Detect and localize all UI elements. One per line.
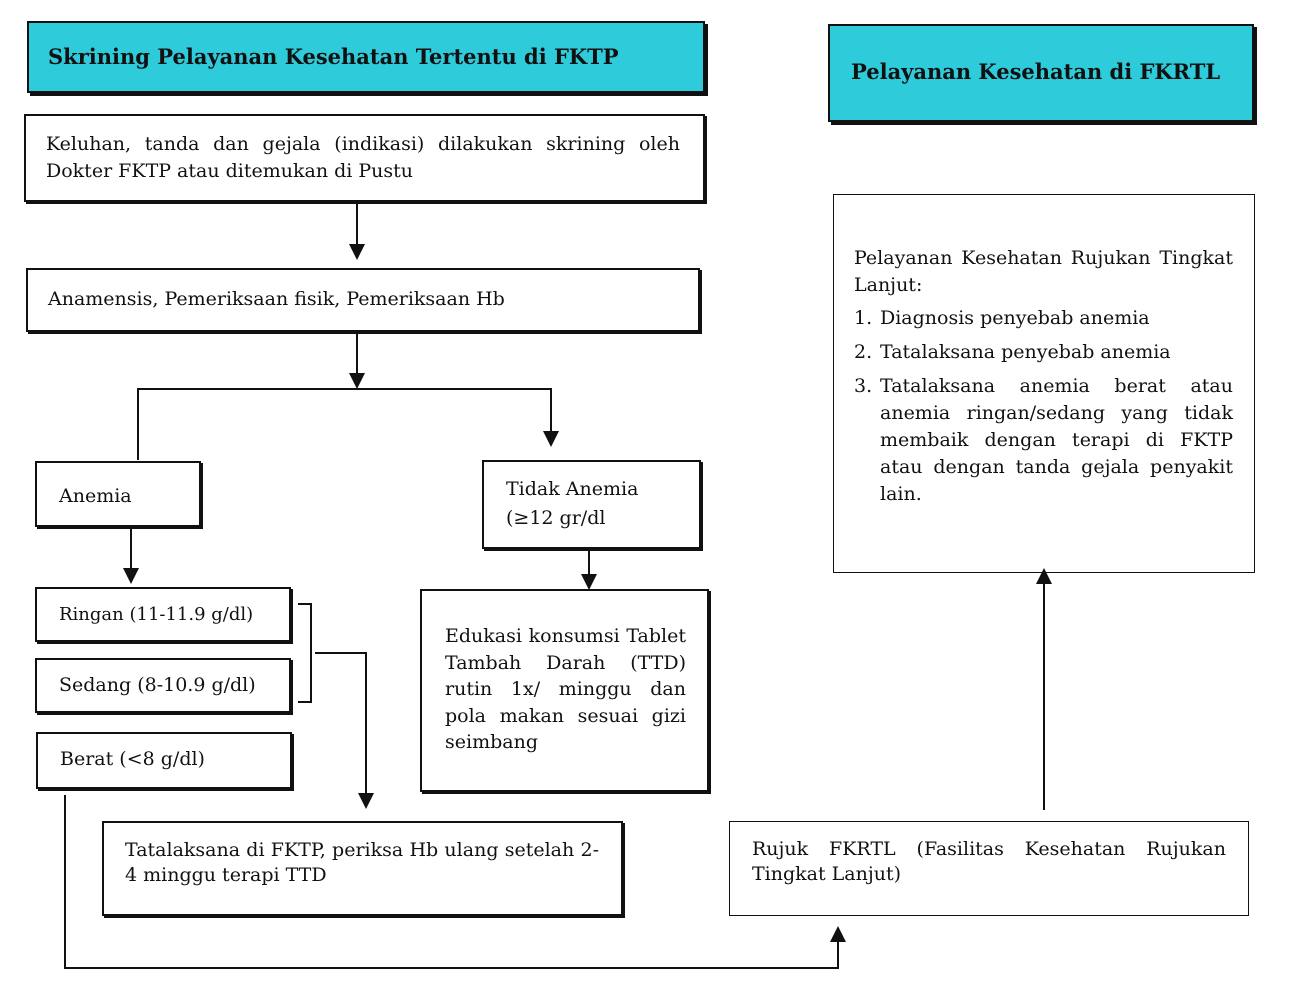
- box-anemia-text: Anemia: [59, 485, 132, 507]
- arrow-berat-to-rujuk: [64, 795, 839, 969]
- fkrtl-list-number: 2.: [854, 341, 873, 363]
- fkrtl-list-item: 1. Diagnosis penyebab anemia: [854, 305, 1233, 332]
- box-tatalaksana-text: Tatalaksana di FKTP, periksa Hb ulang se…: [125, 839, 599, 886]
- box-fkrtl-services: Pelayanan Kesehatan Rujukan Tingkat Lanj…: [833, 194, 1255, 573]
- fkrtl-list-text: Tatalaksana penyebab anemia: [880, 341, 1171, 363]
- box-sedang: Sedang (8-10.9 g/dl): [35, 658, 291, 713]
- fkrtl-list-number: 1.: [854, 307, 873, 329]
- arrowhead-fkrtl: [1036, 568, 1052, 584]
- box-edukasi: Edukasi konsumsi Tablet Tambah Darah (TT…: [420, 589, 709, 792]
- arrowhead-tidak-anemia: [543, 431, 559, 447]
- fkrtl-list-text: Tatalaksana anemia berat atau anemia rin…: [880, 375, 1233, 505]
- box-tatalaksana: Tatalaksana di FKTP, periksa Hb ulang se…: [102, 821, 623, 916]
- box-anamnesis: Anamensis, Pemeriksaan fisik, Pemeriksaa…: [26, 268, 700, 332]
- box-anamnesis-text: Anamensis, Pemeriksaan fisik, Pemeriksaa…: [48, 288, 505, 310]
- box-berat: Berat (<8 g/dl): [36, 732, 292, 789]
- split-line: [137, 388, 552, 460]
- header-fkrtl: Pelayanan Kesehatan di FKRTL: [828, 24, 1254, 122]
- box-tidak-anemia-line2: (≥12 gr/dl: [506, 507, 606, 529]
- arrowhead-tatalaksana: [358, 793, 374, 809]
- arrowhead-anemia: [123, 568, 139, 584]
- box-edukasi-text: Edukasi konsumsi Tablet Tambah Darah (TT…: [445, 625, 686, 753]
- fkrtl-list: 1. Diagnosis penyebab anemia 2. Tatalaks…: [854, 305, 1233, 508]
- box-ringan: Ringan (11-11.9 g/dl): [35, 587, 291, 642]
- box-tidak-anemia: Tidak Anemia (≥12 gr/dl: [482, 460, 701, 549]
- header-fkrtl-label: Pelayanan Kesehatan di FKRTL: [851, 59, 1221, 84]
- fkrtl-list-number: 3.: [854, 375, 873, 397]
- bracket-ringan-sedang: [298, 603, 312, 703]
- arrowhead-edukasi: [581, 574, 597, 590]
- arrowhead-keluhan: [349, 244, 365, 260]
- fkrtl-list-item: 3. Tatalaksana anemia berat atau anemia …: [854, 373, 1233, 508]
- fkrtl-intro: Pelayanan Kesehatan Rujukan Tingkat Lanj…: [854, 247, 1233, 296]
- box-berat-text: Berat (<8 g/dl): [60, 748, 205, 770]
- box-keluhan: Keluhan, tanda dan gejala (indikasi) dil…: [24, 114, 705, 202]
- arrowhead-anamnesis: [349, 373, 365, 389]
- header-skrining-fktp-label: Skrining Pelayanan Kesehatan Tertentu di…: [48, 44, 619, 69]
- box-rujuk: Rujuk FKRTL (Fasilitas Kesehatan Rujukan…: [729, 821, 1249, 916]
- box-keluhan-text: Keluhan, tanda dan gejala (indikasi) dil…: [46, 133, 680, 182]
- fkrtl-list-item: 2. Tatalaksana penyebab anemia: [854, 339, 1233, 366]
- header-skrining-fktp: Skrining Pelayanan Kesehatan Tertentu di…: [27, 21, 705, 93]
- arrowhead-rujuk: [830, 926, 846, 942]
- fkrtl-list-text: Diagnosis penyebab anemia: [880, 307, 1150, 329]
- box-ringan-text: Ringan (11-11.9 g/dl): [59, 604, 254, 625]
- box-tidak-anemia-line1: Tidak Anemia: [506, 478, 639, 500]
- arrow-bracket-to-tatalaksana: [315, 652, 367, 795]
- box-anemia: Anemia: [35, 461, 201, 527]
- box-rujuk-text: Rujuk FKRTL (Fasilitas Kesehatan Rujukan…: [752, 838, 1226, 885]
- box-sedang-text: Sedang (8-10.9 g/dl): [59, 674, 256, 696]
